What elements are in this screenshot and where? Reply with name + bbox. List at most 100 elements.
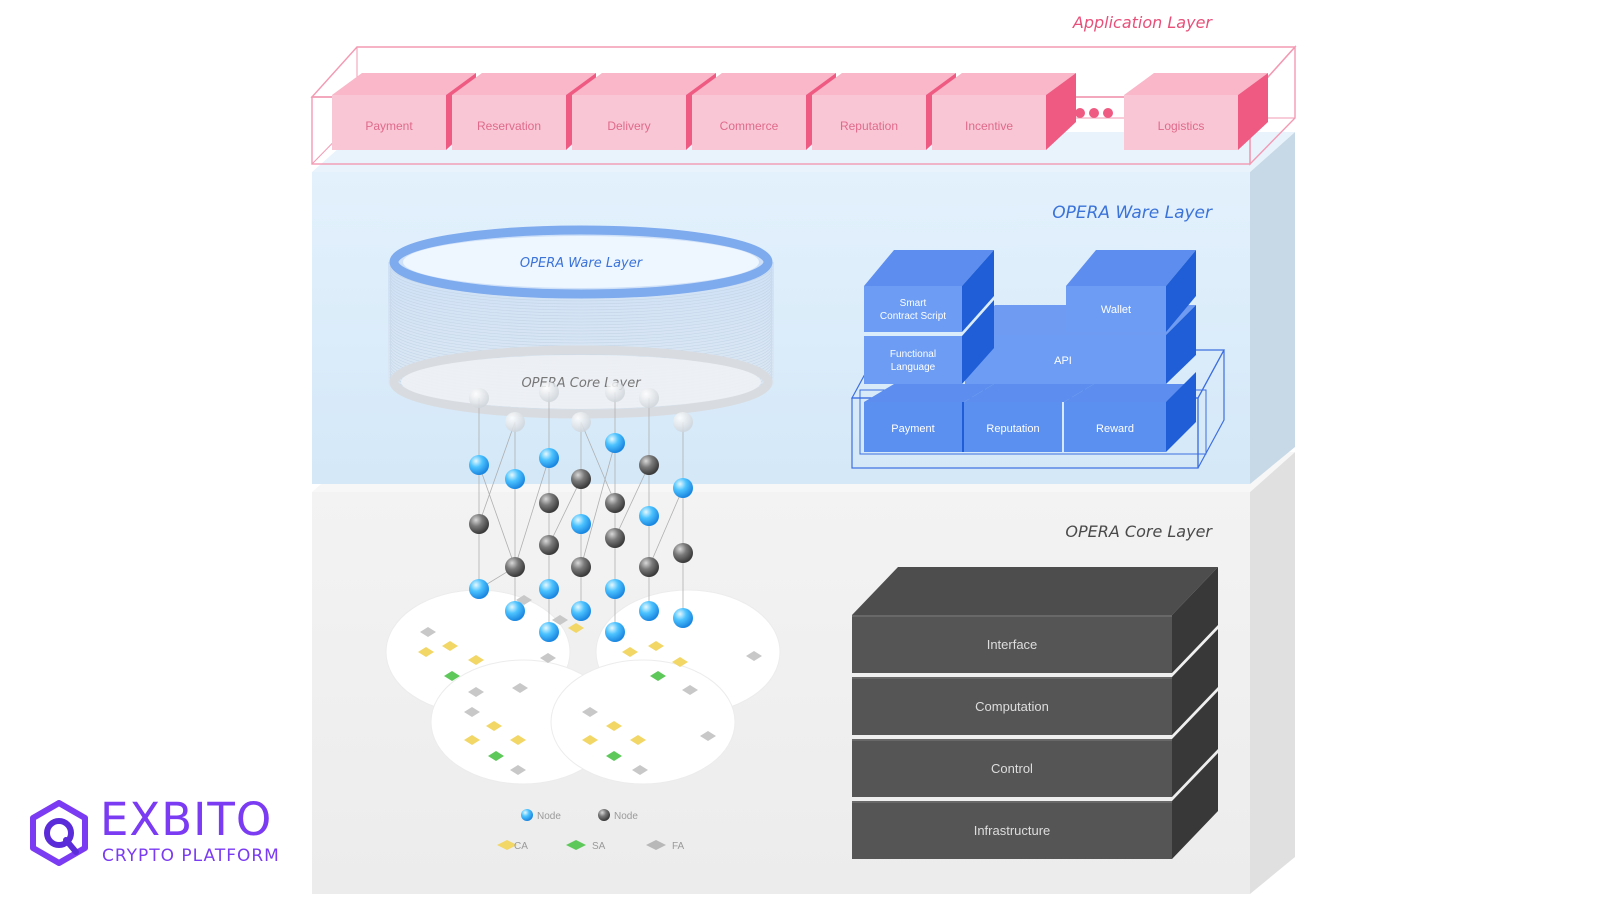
label-line: Contract Script bbox=[880, 311, 946, 322]
exbito-logo: EXBITO CRYPTO PLATFORM bbox=[26, 794, 326, 868]
ghost-node-icon bbox=[673, 412, 693, 432]
gray-node-legend-icon bbox=[598, 809, 610, 821]
app-module-label: Reputation bbox=[840, 119, 898, 133]
legend-ca: CA bbox=[514, 841, 528, 852]
gray-node-icon bbox=[469, 514, 489, 534]
agent-diamond-icon bbox=[488, 751, 504, 761]
logo-wordmark: EXBITO bbox=[100, 793, 273, 846]
agent-diamond-icon bbox=[442, 641, 458, 651]
core-stack-label: Infrastructure bbox=[974, 823, 1051, 838]
node-edge bbox=[478, 464, 516, 568]
node-edge bbox=[580, 421, 616, 504]
gray-node-icon bbox=[539, 535, 559, 555]
label-line: Functional bbox=[890, 349, 936, 360]
ghost-node-icon bbox=[505, 412, 525, 432]
core-ring-inner bbox=[401, 355, 761, 409]
core-stack-label: Interface bbox=[987, 637, 1038, 652]
agent-diamond-icon bbox=[606, 751, 622, 761]
blue-node-icon bbox=[539, 622, 559, 642]
app-module-logistics: Logistics bbox=[1124, 73, 1268, 150]
core-stack-top bbox=[852, 567, 1218, 615]
agent-diamond-icon bbox=[512, 683, 528, 693]
agent-diamond-icon bbox=[568, 623, 584, 633]
label-line: Smart bbox=[900, 298, 927, 309]
app-module-label: Logistics bbox=[1158, 119, 1205, 133]
agent-diamond-icon bbox=[464, 707, 480, 717]
node-spheres bbox=[469, 382, 693, 642]
gray-node-icon bbox=[505, 557, 525, 577]
reward-ware-block: Reward bbox=[1064, 372, 1196, 452]
node-edge bbox=[514, 457, 550, 568]
agent-diamonds bbox=[418, 595, 762, 775]
logo-tagline: CRYPTO PLATFORM bbox=[102, 846, 280, 866]
agent-diamond-icon bbox=[468, 687, 484, 697]
application-layer-title: Application Layer bbox=[1072, 13, 1214, 32]
gray-node-icon bbox=[605, 528, 625, 548]
reputation-ware-label: Reputation bbox=[986, 423, 1039, 435]
wallet-label: Wallet bbox=[1101, 304, 1131, 316]
core-stack-label: Control bbox=[991, 761, 1033, 776]
network-graph bbox=[385, 382, 781, 785]
app-module-label: Incentive bbox=[965, 119, 1013, 133]
agent-diamond-icon bbox=[486, 721, 502, 731]
label-line: Language bbox=[891, 362, 936, 373]
wallet-block: Wallet bbox=[1066, 250, 1196, 332]
ware-ring-inner bbox=[403, 236, 759, 288]
blue-node-icon bbox=[673, 608, 693, 628]
fa-legend-icon bbox=[646, 840, 666, 850]
agent-diamond-icon bbox=[682, 685, 698, 695]
gray-node-icon bbox=[673, 543, 693, 563]
ghost-node-icon bbox=[469, 388, 489, 408]
blue-node-icon bbox=[639, 601, 659, 621]
agent-diamond-icon bbox=[630, 735, 646, 745]
agent-diamond-icon bbox=[468, 655, 484, 665]
agent-diamond-icon bbox=[672, 657, 688, 667]
blue-node-icon bbox=[539, 448, 559, 468]
legend: Node Node CA SA FA bbox=[497, 809, 685, 852]
ghost-node-icon bbox=[639, 388, 659, 408]
legend-sa: SA bbox=[592, 841, 606, 852]
agent-diamond-icon bbox=[464, 735, 480, 745]
agent-diamond-icon bbox=[582, 707, 598, 717]
payment-ware-block: Payment bbox=[864, 384, 994, 452]
blue-node-icon bbox=[605, 622, 625, 642]
app-module-incentive: Incentive bbox=[932, 73, 1076, 150]
agent-diamond-icon bbox=[540, 653, 556, 663]
agent-diamond-icon bbox=[700, 731, 716, 741]
agent-diamond-icon bbox=[648, 641, 664, 651]
node-edge bbox=[614, 464, 650, 539]
blue-node-icon bbox=[505, 469, 525, 489]
more-ellipsis-icon bbox=[1075, 108, 1113, 118]
agent-diamond-icon bbox=[420, 627, 436, 637]
core-stack: InterfaceComputationControlInfrastructur… bbox=[852, 567, 1218, 859]
blue-node-icon bbox=[571, 514, 591, 534]
app-module-label: Commerce bbox=[720, 119, 779, 133]
gray-node-icon bbox=[539, 493, 559, 513]
exbito-logo-icon bbox=[30, 800, 88, 866]
sa-legend-icon bbox=[566, 840, 586, 850]
blue-node-icon bbox=[673, 478, 693, 498]
blue-node-legend-icon bbox=[521, 809, 533, 821]
node-edge bbox=[478, 421, 516, 525]
blue-node-icon bbox=[639, 506, 659, 526]
blue-node-icon bbox=[505, 601, 525, 621]
agent-diamond-icon bbox=[510, 765, 526, 775]
agent-diamond-icon bbox=[552, 615, 568, 625]
gray-node-icon bbox=[639, 557, 659, 577]
legend-node-blue: Node bbox=[537, 811, 561, 822]
gray-node-icon bbox=[639, 455, 659, 475]
agent-diamond-icon bbox=[418, 647, 434, 657]
core-stack-label: Computation bbox=[975, 699, 1049, 714]
payment-ware-label: Payment bbox=[891, 423, 934, 435]
api-label: API bbox=[1054, 355, 1072, 367]
app-module-label: Payment bbox=[365, 119, 413, 133]
ca-legend-icon bbox=[497, 840, 517, 850]
